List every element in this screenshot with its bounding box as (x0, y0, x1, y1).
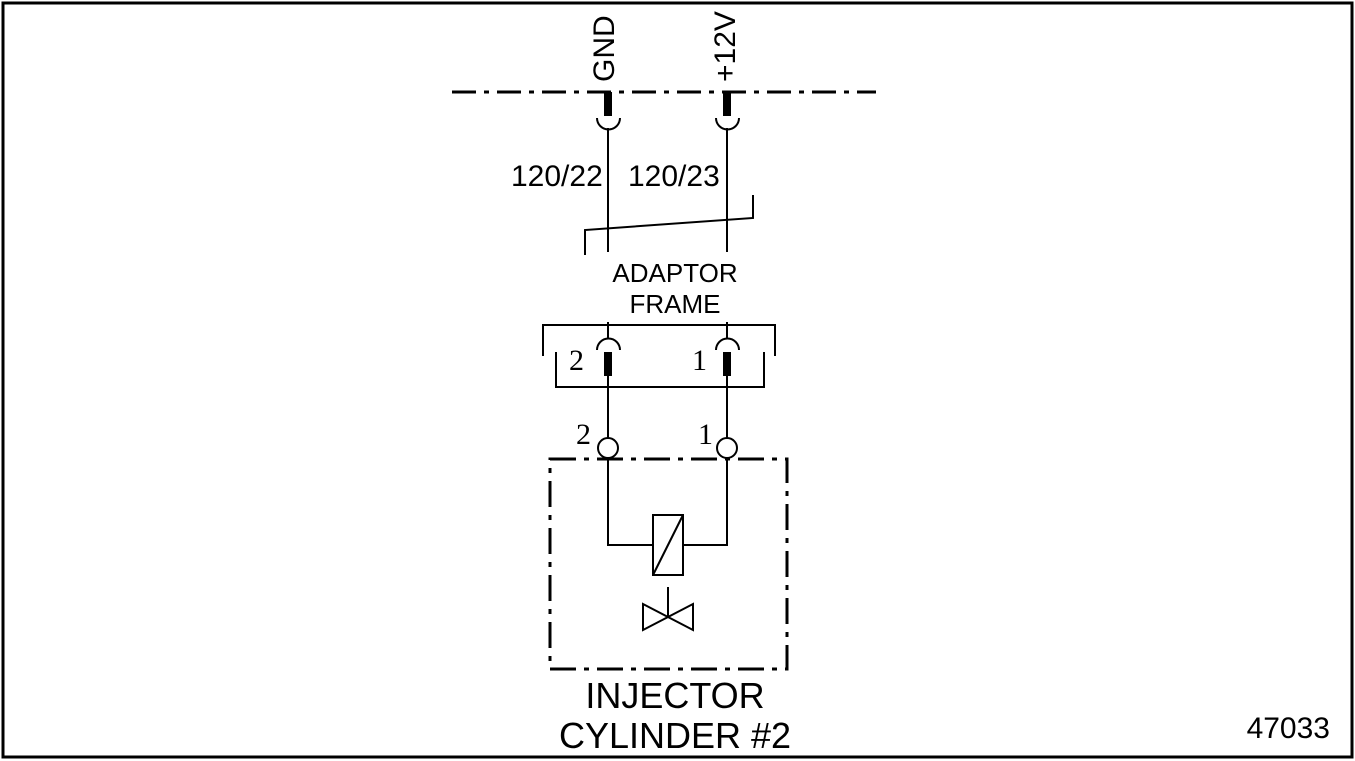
frame-pin2-socket (596, 337, 621, 351)
injector-terminal-2 (597, 437, 619, 459)
adaptor-frame-label-line2: FRAME (630, 289, 721, 319)
harness-break-marker (584, 195, 754, 255)
frame-pin1 (723, 352, 731, 376)
gnd-connector-pin (604, 92, 612, 116)
valve-left-triangle (642, 602, 671, 632)
injector-title-line1: INJECTOR (585, 675, 764, 716)
gnd-connector-socket (596, 117, 621, 131)
frame-pin-label-2: 2 (569, 344, 584, 377)
v12-wire-number: 120/23 (628, 160, 720, 193)
solenoid-lead-right (683, 458, 728, 546)
injector-pin-label-2: 2 (576, 418, 591, 451)
frame-pin1-socket (715, 337, 740, 351)
injector-enclosure (548, 457, 789, 671)
injector-title-line2: CYLINDER #2 (559, 715, 791, 756)
adaptor-frame-inner-bracket (555, 352, 765, 388)
gnd-label: GND (588, 15, 621, 82)
gnd-wire-number: 120/22 (511, 160, 603, 193)
adaptor-frame-label-line1: ADAPTOR (612, 258, 737, 288)
valve-right-triangle (665, 602, 694, 632)
frame-pin2 (604, 352, 612, 376)
injector-pin-label-1: 1 (698, 418, 713, 451)
injector-terminal-1 (716, 437, 738, 459)
adaptor-frame-outer-bracket (542, 324, 776, 356)
v12-connector-socket (715, 117, 740, 131)
v12-connector-pin (723, 92, 731, 116)
figure-number: 47033 (1247, 712, 1330, 745)
solenoid-coil-diagonal (652, 514, 684, 576)
solenoid-lead-left (607, 458, 653, 546)
v12-label: +12V (709, 11, 742, 82)
frame-pin-label-1: 1 (692, 344, 707, 377)
